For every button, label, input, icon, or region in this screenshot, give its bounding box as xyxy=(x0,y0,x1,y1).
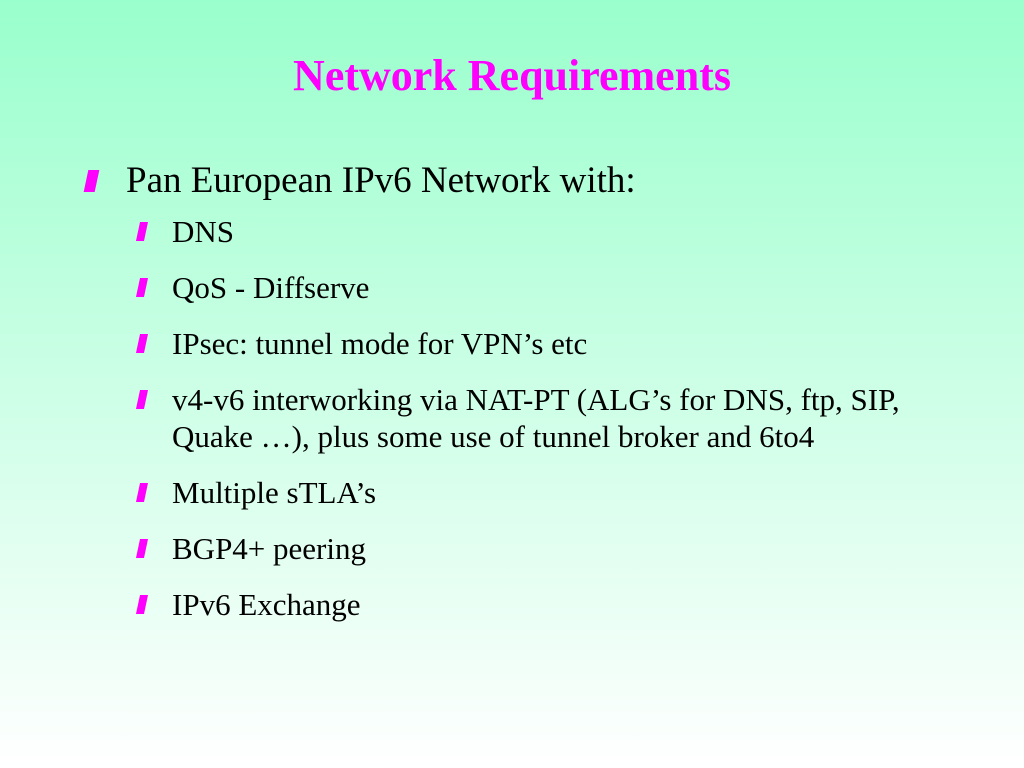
sub-bullet-text: IPv6 Exchange xyxy=(172,586,361,622)
bullet-icon xyxy=(135,594,149,614)
sub-bullet-text: IPsec: tunnel mode for VPN’s etc xyxy=(172,325,588,361)
sub-bullet-item: IPsec: tunnel mode for VPN’s etc xyxy=(135,325,926,363)
sub-bullet-text: DNS xyxy=(172,214,235,250)
bullet-icon xyxy=(135,483,149,503)
sub-bullet-text: Multiple sTLA’s xyxy=(172,475,377,511)
sub-bullet-item: DNS xyxy=(135,213,926,251)
bullet-icon xyxy=(83,170,100,192)
sub-bullet-item: IPv6 Exchange xyxy=(135,586,926,624)
bullet-icon xyxy=(135,389,149,409)
sub-bullet-item: QoS - Diffserve xyxy=(135,269,926,307)
sub-bullet-text: QoS - Diffserve xyxy=(172,269,370,305)
bullet-icon xyxy=(135,539,149,558)
sub-bullet-text: BGP4+ peering xyxy=(172,531,366,566)
sub-bullet-item: Multiple sTLA’s xyxy=(135,474,926,512)
bullet-list: Pan European IPv6 Network with: DNS QoS … xyxy=(83,158,926,642)
sub-bullet-list: DNS QoS - Diffserve IPsec: tunnel mode f… xyxy=(135,213,926,624)
bullet-item-level1: Pan European IPv6 Network with: xyxy=(83,158,926,203)
bullet-icon xyxy=(135,222,149,242)
bullet-icon xyxy=(135,277,149,297)
sub-bullet-item: BGP4+ peering xyxy=(135,530,926,568)
slide-title: Network Requirements xyxy=(293,51,731,100)
sub-bullet-text: v4-v6 interworking via NAT-PT (ALG’s for… xyxy=(172,381,900,455)
bullet-text: Pan European IPv6 Network with: xyxy=(126,160,636,201)
bullet-icon xyxy=(135,333,149,353)
sub-bullet-item: v4-v6 interworking via NAT-PT (ALG’s for… xyxy=(135,381,926,457)
